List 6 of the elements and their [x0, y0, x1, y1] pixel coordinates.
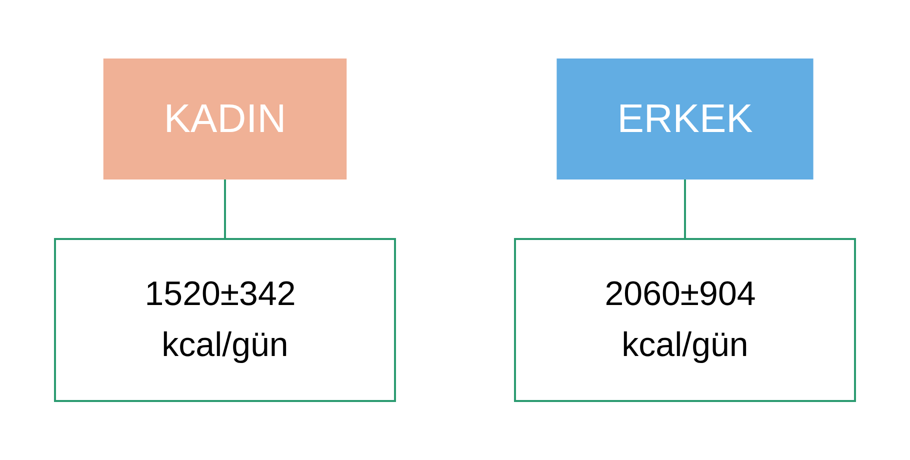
node-box: 2060±904 kcal/gün	[514, 238, 856, 402]
connector	[684, 179, 686, 239]
node-box: 1520±342 kcal/gün	[54, 238, 396, 402]
node-box: KADIN	[103, 58, 347, 180]
connector	[224, 179, 226, 239]
node-box: ERKEK	[556, 58, 814, 180]
